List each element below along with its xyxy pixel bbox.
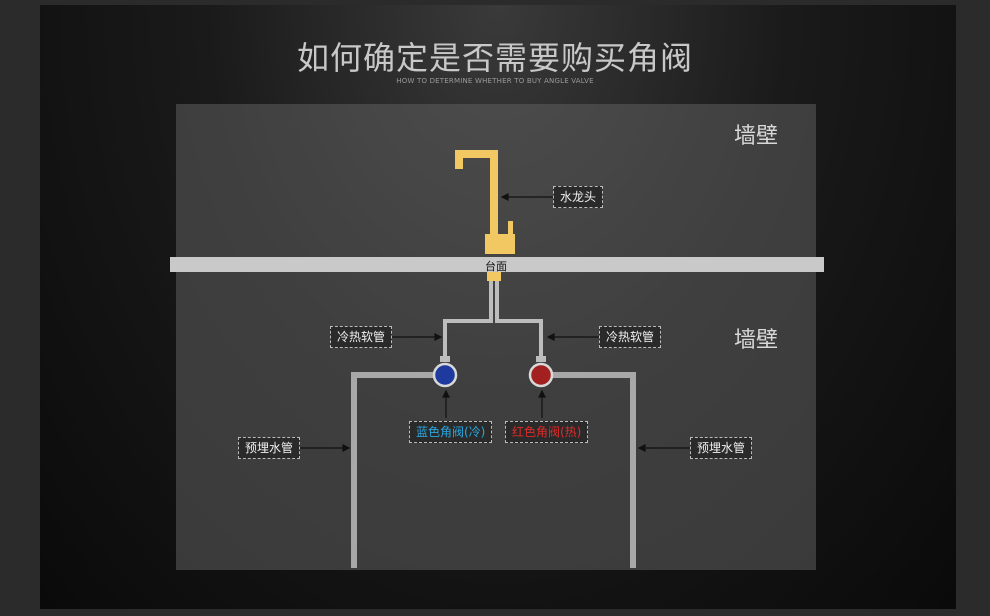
hose-left [445, 278, 491, 360]
embedded-pipe-label-right: 预埋水管 [690, 437, 752, 459]
embedded-pipe-right [550, 375, 633, 568]
valve-stem-cold [440, 356, 450, 362]
hot-valve-label: 红色角阀(热) [505, 421, 588, 443]
hot-angle-valve-icon [530, 364, 552, 386]
cold-valve-label: 蓝色角阀(冷) [409, 421, 492, 443]
faucet-label: 水龙头 [553, 186, 603, 208]
hose-label-left: 冷热软管 [330, 326, 392, 348]
embedded-pipe-left [354, 375, 440, 568]
cold-angle-valve-icon [434, 364, 456, 386]
hose-right [497, 278, 541, 360]
embedded-pipe-label-left: 预埋水管 [238, 437, 300, 459]
valve-stem-hot [536, 356, 546, 362]
countertop-label: 台面 [470, 258, 522, 274]
hose-label-right: 冷热软管 [599, 326, 661, 348]
